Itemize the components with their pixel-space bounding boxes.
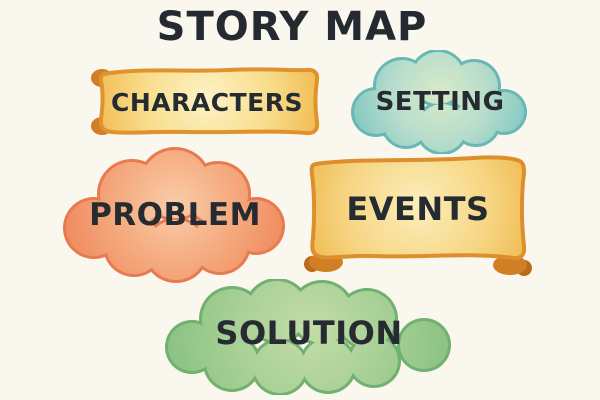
scroll-body — [98, 67, 320, 136]
characters-banner: CHARACTERS — [88, 61, 326, 143]
page-title: STORY MAP — [156, 4, 428, 50]
setting-cloud: SETTING — [350, 50, 530, 154]
cloud-shape — [351, 50, 527, 154]
scroll-body — [309, 155, 527, 261]
cloud-fill — [168, 281, 448, 393]
solution-cloud: SOLUTION — [162, 279, 456, 395]
setting-label: SETTING — [375, 87, 505, 117]
problem-label: PROBLEM — [89, 197, 261, 233]
cloud-fill — [66, 150, 282, 280]
cloud-shape — [165, 279, 451, 395]
problem-cloud: PROBLEM — [62, 146, 288, 284]
scroll-shape — [304, 155, 532, 276]
events-label: EVENTS — [346, 190, 490, 228]
solution-label: SOLUTION — [215, 314, 403, 352]
events-banner: EVENTS — [298, 150, 538, 286]
scroll-curl-bottom-right — [493, 255, 532, 276]
cloud-shape — [63, 147, 285, 283]
scroll-shape — [91, 67, 320, 136]
characters-label: CHARACTERS — [111, 87, 303, 117]
cloud-fill — [354, 52, 524, 152]
